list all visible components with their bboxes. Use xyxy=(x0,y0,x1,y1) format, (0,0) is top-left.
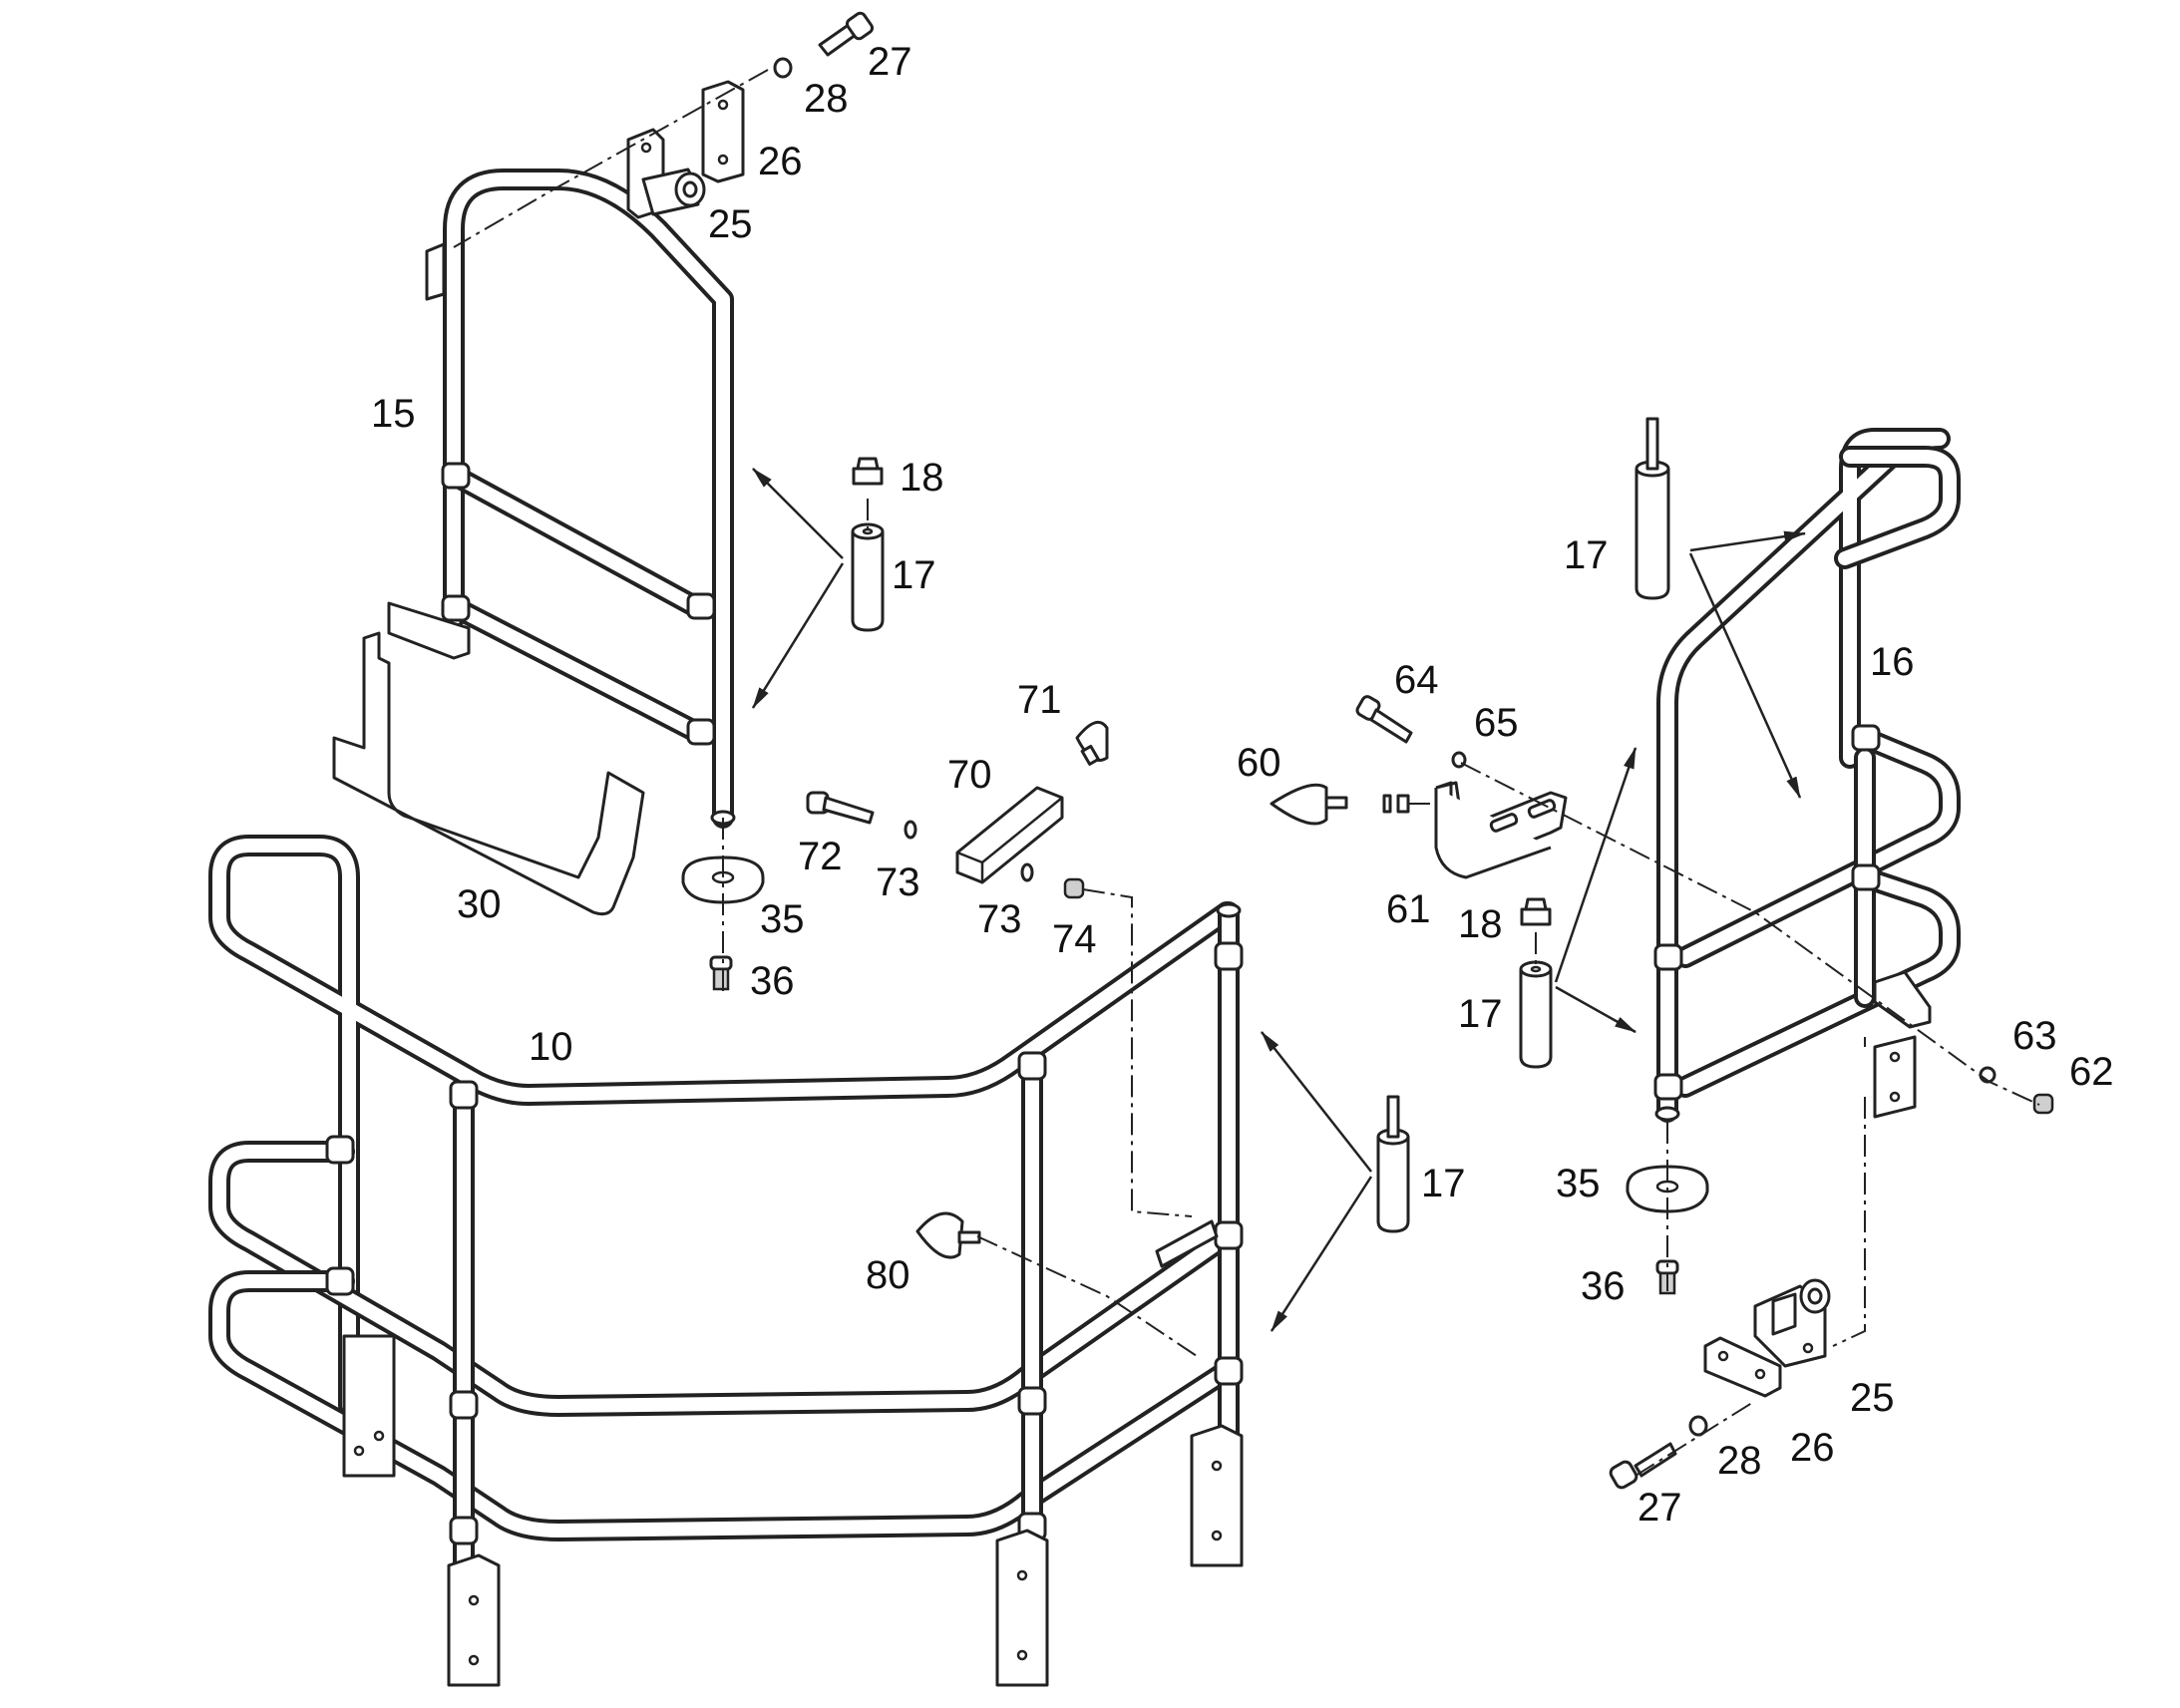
callout-26-top: 26 xyxy=(758,140,803,183)
bolt-72 xyxy=(806,791,875,825)
main-railing-assembly xyxy=(208,835,1244,1687)
callout-17-left: 17 xyxy=(892,553,936,597)
spacer-17-right-top xyxy=(1635,417,1670,600)
callout-80: 80 xyxy=(866,1253,910,1297)
block-70 xyxy=(955,786,1064,884)
callout-18-right: 18 xyxy=(1458,902,1503,946)
callout-72: 72 xyxy=(798,835,843,878)
gate-15 xyxy=(387,169,736,829)
callout-17-right-top: 17 xyxy=(1564,533,1609,577)
callout-73-b: 73 xyxy=(977,897,1022,941)
callout-63: 63 xyxy=(2012,1014,2057,1058)
spacer-17-middle xyxy=(1376,1095,1410,1233)
callout-65: 65 xyxy=(1474,701,1519,745)
callout-35-left: 35 xyxy=(760,897,805,941)
spacer-17-arrows xyxy=(751,468,1807,1332)
callout-60: 60 xyxy=(1237,741,1281,785)
callout-25-top: 25 xyxy=(708,202,753,246)
callout-70: 70 xyxy=(947,753,992,797)
callout-17-right-lower: 17 xyxy=(1458,992,1503,1036)
kick-plate-30 xyxy=(332,631,645,916)
callout-73-a: 73 xyxy=(876,860,920,904)
callout-28-top: 28 xyxy=(804,77,849,121)
callout-30: 30 xyxy=(457,882,502,926)
callout-64: 64 xyxy=(1394,658,1439,702)
callout-16: 16 xyxy=(1870,640,1915,684)
callout-15: 15 xyxy=(371,392,416,436)
spacer-17-right-lower xyxy=(1519,897,1553,1069)
callout-18-left: 18 xyxy=(900,456,944,500)
nut-74 xyxy=(1063,877,1085,899)
callout-62: 62 xyxy=(2069,1050,2114,1094)
callout-71: 71 xyxy=(1017,678,1062,722)
gate-16 xyxy=(1653,428,1961,1123)
callout-36-left: 36 xyxy=(750,959,795,1003)
plate-26-bottom xyxy=(1703,1336,1782,1398)
screw-27-bottom xyxy=(1609,1415,1708,1490)
hinge-25-bottom xyxy=(1753,1278,1831,1368)
washer-73-a xyxy=(904,820,917,840)
callout-labels: 10 15 16 17 17 17 17 18 18 25 25 26 26 2… xyxy=(371,40,2114,1530)
callout-35-right: 35 xyxy=(1556,1162,1601,1205)
callout-74: 74 xyxy=(1052,917,1097,961)
callout-17-middle: 17 xyxy=(1421,1162,1466,1205)
callout-25-bottom: 25 xyxy=(1850,1376,1895,1420)
callout-28-bottom: 28 xyxy=(1717,1439,1762,1483)
hinge-25-top xyxy=(626,128,706,219)
nut-62 xyxy=(1979,1066,2054,1115)
bracket-61 xyxy=(1434,781,1568,879)
callout-36-right: 36 xyxy=(1581,1264,1626,1308)
bumper-80 xyxy=(915,1211,981,1259)
callout-27-top: 27 xyxy=(868,40,912,84)
washer-73-b xyxy=(1020,862,1034,882)
screw-64 xyxy=(1355,695,1467,769)
callout-10: 10 xyxy=(529,1025,573,1069)
assembly-center-lines xyxy=(453,69,2040,1477)
callout-27-bottom: 27 xyxy=(1637,1486,1682,1530)
screw-36-left xyxy=(709,955,733,991)
screw-27-top xyxy=(773,11,875,79)
spacer-17-left xyxy=(851,457,885,632)
bumper-71 xyxy=(1075,720,1109,766)
callout-26-bottom: 26 xyxy=(1790,1426,1835,1470)
bumper-60 xyxy=(1270,783,1410,826)
plate-26-top xyxy=(701,80,745,183)
callout-61: 61 xyxy=(1386,887,1431,931)
